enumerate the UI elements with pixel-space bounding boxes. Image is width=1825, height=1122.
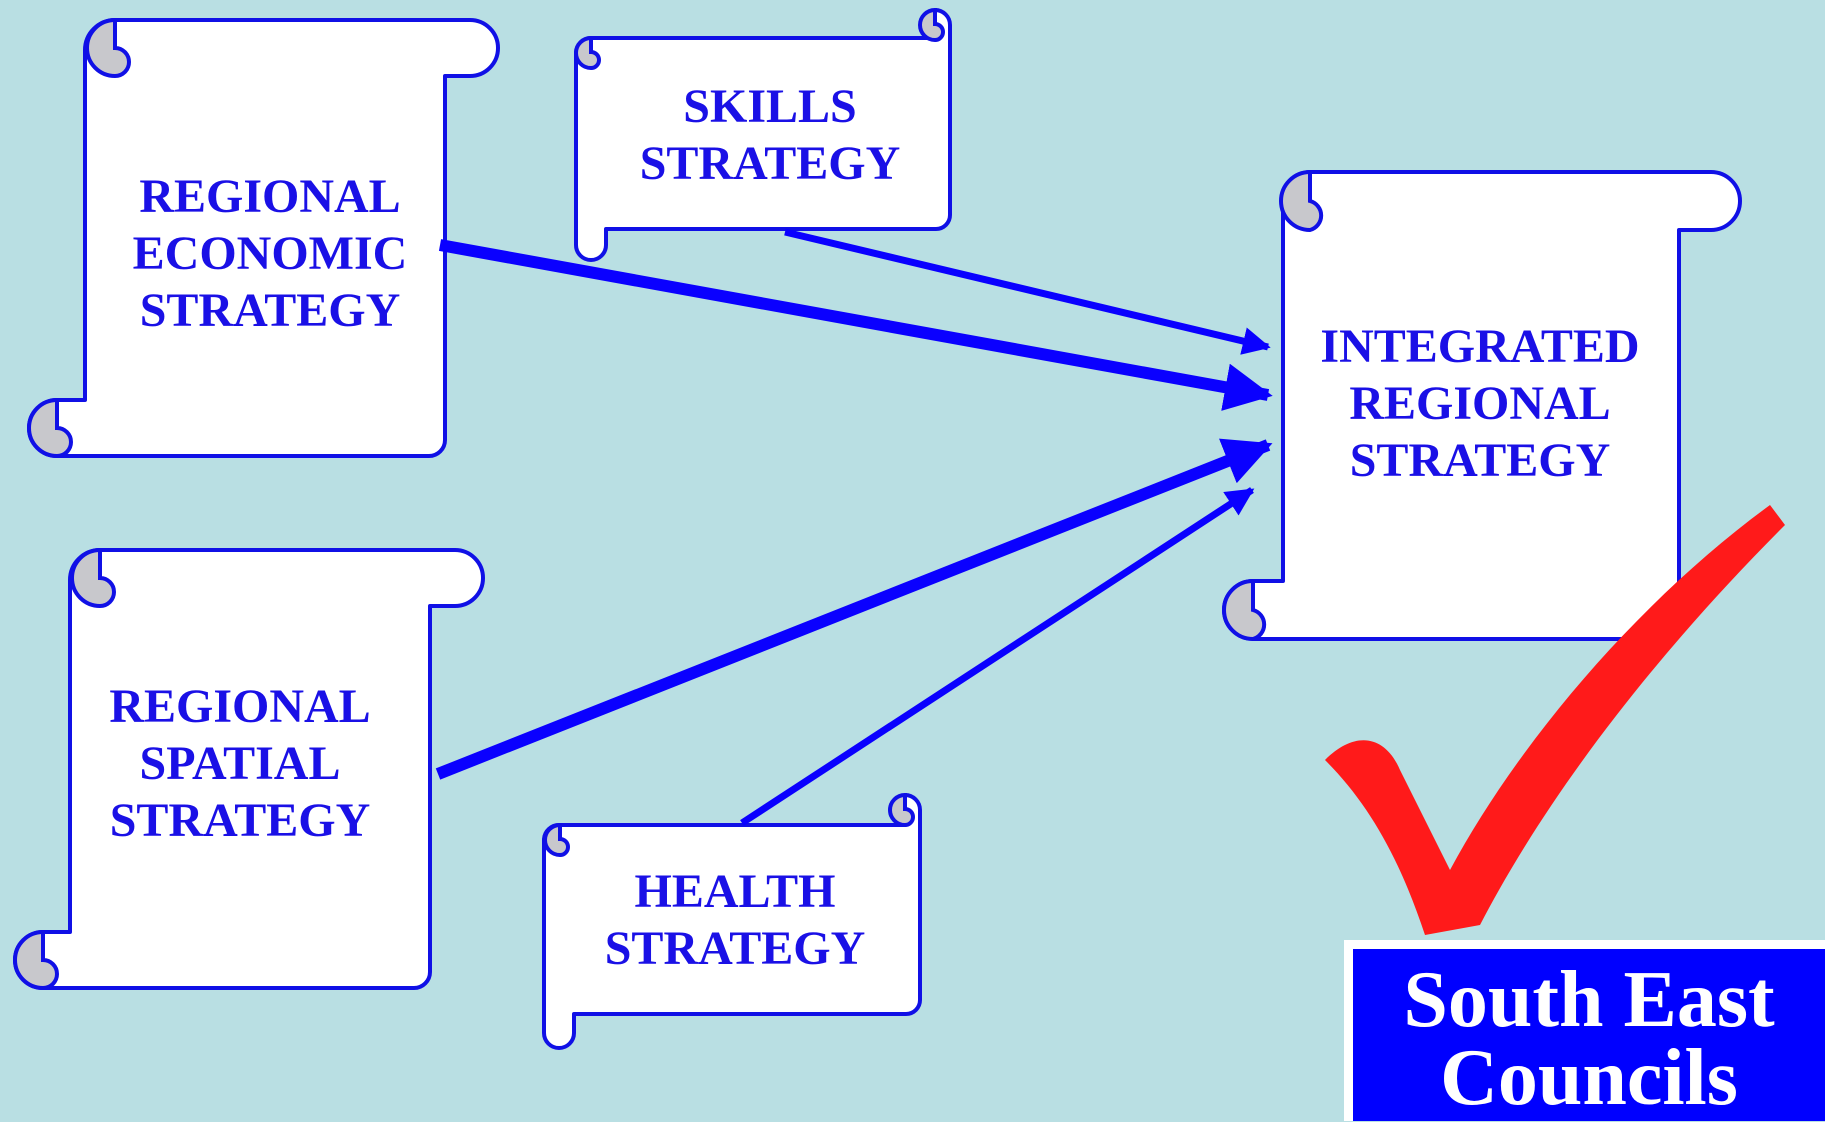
health-strategy-label: HEALTH STRATEGY	[604, 865, 866, 975]
regional-spatial-strategy-label: REGIONAL SPATIAL STRATEGY	[109, 680, 371, 847]
south-east-councils-badge: South East Councils	[1353, 949, 1825, 1121]
skills-strategy-label: SKILLS STRATEGY	[639, 80, 901, 190]
scroll-skills-icon	[574, 7, 952, 262]
arrow-economic-to-integrated	[438, 239, 1273, 411]
arrow-health-to-integrated	[740, 487, 1255, 826]
scroll-integrated-icon	[1222, 169, 1742, 642]
integrated-regional-strategy-label: INTEGRATED REGIONAL STRATEGY	[1320, 320, 1640, 487]
regional-economic-strategy-label: REGIONAL ECONOMIC STRATEGY	[132, 170, 408, 337]
badge-line-1: South East	[1403, 956, 1775, 1044]
scroll-health-icon	[542, 792, 922, 1050]
checkmark-icon	[1325, 505, 1785, 935]
south-east-councils-logo: South East Councils	[1344, 940, 1825, 1121]
arrow-skills-to-integrated	[784, 228, 1271, 355]
arrow-spatial-to-integrated	[435, 438, 1273, 780]
badge-line-2: Councils	[1440, 1034, 1738, 1122]
scroll-regional-economic-icon	[27, 17, 500, 459]
scroll-regional-spatial-icon	[13, 547, 485, 991]
